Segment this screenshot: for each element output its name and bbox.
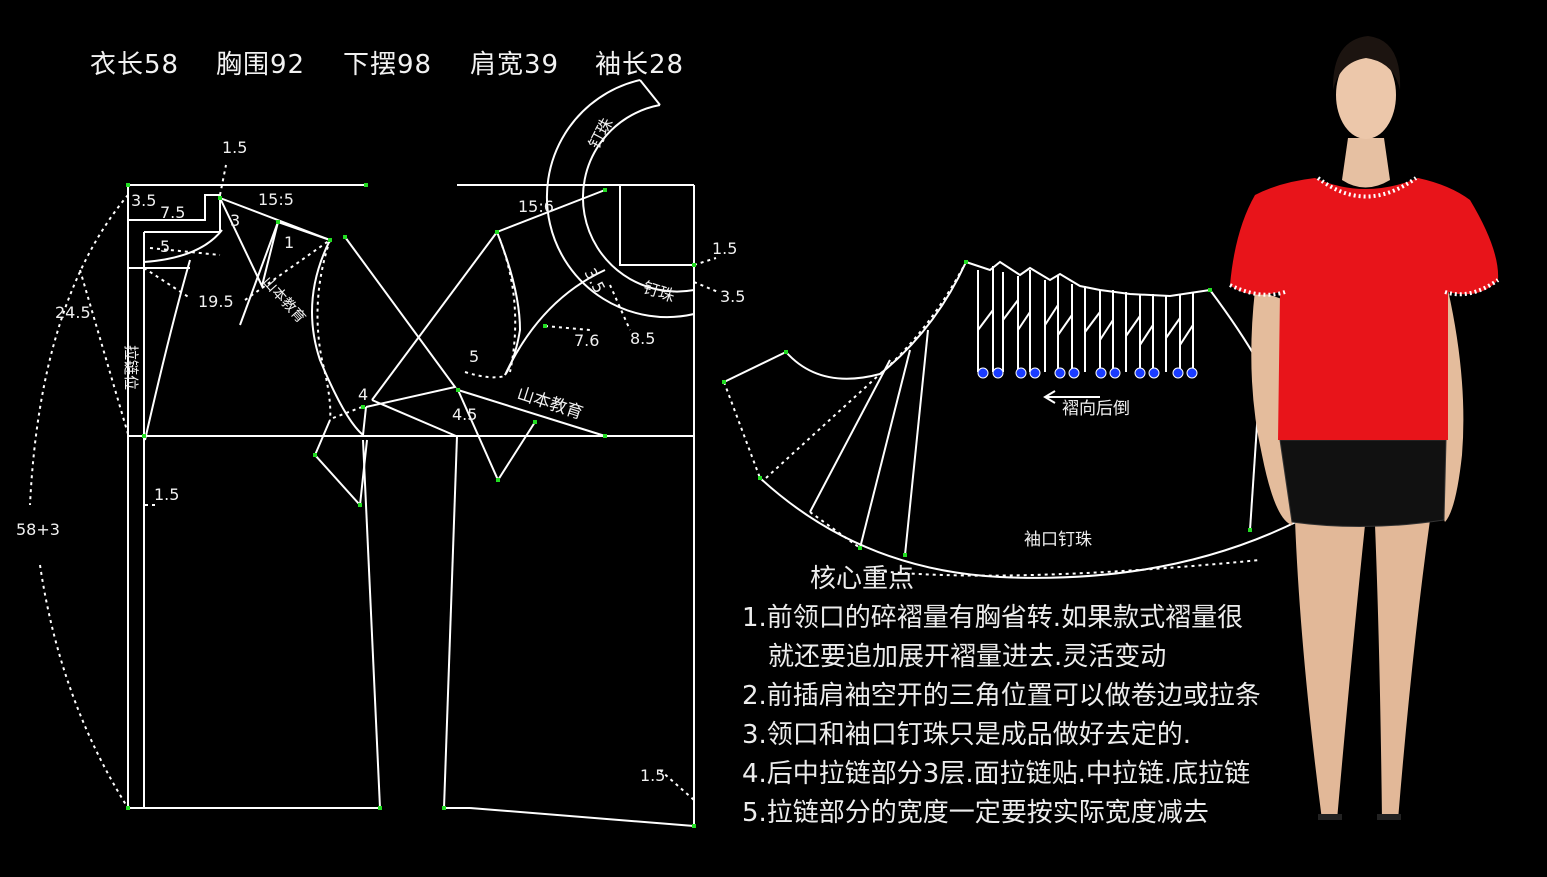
- model-legs: [1295, 520, 1365, 820]
- note-item-5: 5.拉链部分的宽度一定要按实际宽度减去: [742, 798, 1209, 828]
- note-item-2: 2.前插肩袖空开的三角位置可以做卷边或拉条: [742, 681, 1261, 711]
- label-yamamoto-front: 山本教育: [259, 274, 308, 326]
- label-pleat-direction: 褶向后倒: [1062, 399, 1130, 419]
- model-figure: [1229, 36, 1500, 820]
- sleeve-dashed: [723, 261, 1261, 577]
- label-1-5-left: 1.5: [154, 485, 179, 504]
- model-neck: [1342, 138, 1390, 188]
- label-19-5: 19.5: [198, 292, 234, 311]
- label-58-3: 58+3: [16, 520, 60, 539]
- label-3-5: 3.5: [131, 191, 156, 210]
- pleat-beads: [977, 367, 1198, 379]
- label-8-5: 8.5: [630, 329, 655, 348]
- label-zipper: 拉链位: [122, 345, 140, 390]
- model-face: [1336, 51, 1396, 139]
- label-3-5-diag: 3.5: [580, 265, 609, 296]
- note-item-1: 1.前领口的碎褶量有胸省转.如果款式褶量很: [742, 603, 1244, 633]
- label-collar-bottom: 钉珠: [641, 278, 677, 306]
- model-blouse: [1230, 178, 1499, 440]
- sleeve-pattern: [723, 260, 1301, 579]
- model-hair: [1332, 36, 1401, 90]
- measure-length: 衣长58: [90, 50, 180, 80]
- label-7-5: 7.5: [160, 203, 185, 222]
- notes-title: 核心重点: [810, 564, 915, 594]
- label-3: 3: [230, 211, 240, 230]
- note-item-4: 4.后中拉链部分3层.面拉链贴.中拉链.底拉链: [742, 759, 1251, 789]
- label-1-5-bottom: 1.5: [640, 766, 665, 785]
- front-bodice-pattern: [127, 184, 694, 809]
- note-item-3: 3.领口和袖口钉珠只是成品做好去定的.: [742, 720, 1192, 750]
- key-points-notes: 核心重点 1.前领口的碎褶量有胸省转.如果款式褶量很 就还要追加展开褶量进去.灵…: [742, 560, 1382, 833]
- label-cuff-beads: 袖口钉珠: [1024, 530, 1092, 550]
- label-1-5-right: 1.5: [712, 239, 737, 258]
- front-bodice-dashed: [29, 164, 363, 809]
- label-5-mid: 5: [469, 347, 479, 366]
- back-collar-band: [545, 79, 695, 319]
- label-3-5-right: 3.5: [720, 287, 745, 306]
- measure-hem: 下摆98: [343, 50, 433, 80]
- label-4-5: 4.5: [452, 405, 477, 424]
- control-points: [126, 183, 1252, 828]
- label-collar-top: 钉珠: [585, 115, 617, 152]
- back-bodice-dashed: [464, 231, 719, 801]
- measure-shoulder: 肩宽39: [470, 50, 560, 80]
- label-1: 1: [284, 233, 294, 252]
- measure-bust: 胸围92: [216, 50, 306, 80]
- label-4: 4: [358, 385, 368, 404]
- model-skirt: [1279, 439, 1447, 528]
- note-item-1-cont: 就还要追加展开褶量进去.灵活变动: [768, 642, 1167, 672]
- label-1-5-top: 1.5: [222, 138, 247, 157]
- label-24-5: 24.5: [55, 303, 91, 322]
- label-15-5: 15:5: [258, 190, 294, 209]
- label-5-left: 5: [160, 237, 170, 256]
- label-15-6: 15:6: [518, 197, 554, 216]
- measure-sleeve: 袖长28: [595, 50, 685, 80]
- back-bodice-pattern: [371, 184, 695, 827]
- label-7-6: 7.6: [574, 331, 599, 350]
